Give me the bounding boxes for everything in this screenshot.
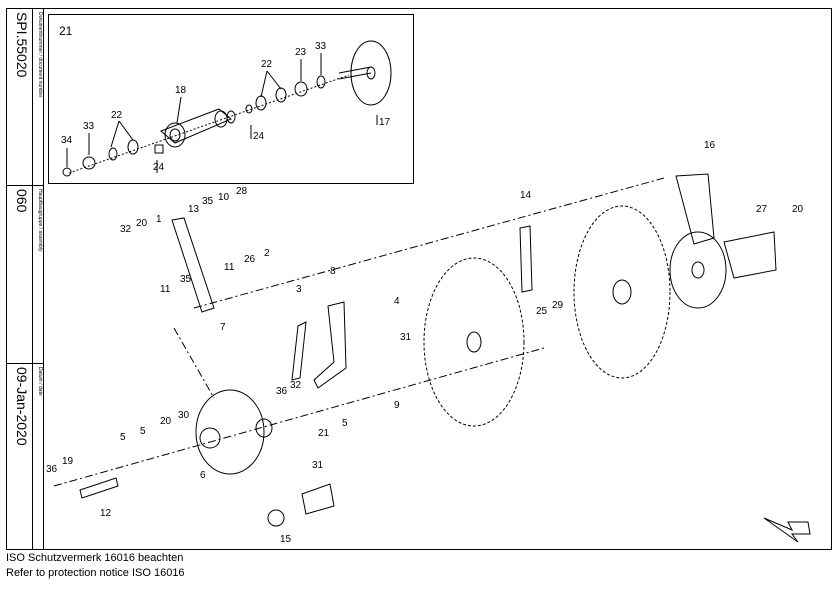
- callout-30: 5: [140, 426, 146, 437]
- callout-25: 29: [552, 300, 564, 311]
- callout-33: 33: [83, 121, 95, 132]
- callout-35: 35: [202, 196, 214, 207]
- callout-33: 33: [315, 41, 327, 52]
- callout-20: 30: [178, 410, 190, 421]
- sidebar-divider: [6, 185, 43, 186]
- callout-12: 15: [280, 534, 292, 545]
- callout-27: 20: [792, 204, 804, 215]
- callout-2: 7: [220, 322, 226, 333]
- callout-23: 23: [295, 47, 307, 58]
- exploded-view-drawing: 32 20 1 13 35 10 28 11 35 11 26 2 7 3 8 …: [46, 140, 811, 545]
- callout-32: 20: [160, 416, 172, 427]
- callout-4: 16: [704, 140, 716, 151]
- callout-5: 5: [120, 432, 126, 443]
- inset-drawing: 34 33 22 18 24 24 22 23 33 17: [61, 40, 392, 177]
- document-number-caption: Dokumentnummer / document number: [37, 12, 43, 98]
- date-caption: Datum / date: [37, 367, 43, 396]
- document-date: 09-Jan-2020: [14, 367, 30, 446]
- callout-5: 9: [394, 400, 400, 411]
- document-number: SPI.55020: [14, 12, 30, 78]
- title-block-sidebar: Dokumentnummer / document number SPI.550…: [6, 8, 44, 550]
- sidebar-column-divider: [32, 8, 33, 550]
- callout-22: 22: [261, 59, 273, 70]
- assembly-number: 060: [14, 189, 30, 213]
- callout-17: 17: [379, 117, 391, 128]
- callout-16: 27: [756, 204, 768, 215]
- callout-26: 2: [264, 248, 270, 259]
- protection-notice-en: Refer to protection notice ISO 16016: [6, 567, 185, 579]
- callout-9: 21: [318, 428, 330, 439]
- callout-1: 1: [156, 214, 162, 225]
- callout-32: 32: [120, 224, 132, 235]
- callout-36: 32: [290, 380, 302, 391]
- callout-14: 4: [394, 296, 400, 307]
- callout-22: 22: [111, 110, 123, 121]
- callout-31: 36: [276, 386, 288, 397]
- callout-31: 36: [46, 464, 58, 475]
- callout-24: 24: [153, 162, 165, 173]
- callout-20: 25: [536, 306, 548, 317]
- callout-5: 5: [342, 418, 348, 429]
- protection-notice-de: ISO Schutzvermerk 16016 beachten: [6, 552, 184, 564]
- callout-35: 35: [180, 274, 192, 285]
- callout-7: 3: [296, 284, 302, 295]
- drawing-frame: [6, 8, 832, 550]
- detail-inset: 21: [48, 14, 414, 184]
- callout-6: 31: [312, 460, 324, 471]
- callout-21: 6: [200, 470, 206, 481]
- callout-3: 8: [330, 266, 336, 277]
- callout-19: 12: [100, 508, 112, 519]
- callout-28: 28: [236, 186, 248, 197]
- assembly-caption: Hauptbaugruppe / assembly: [37, 189, 43, 252]
- callout-11: 11: [224, 262, 235, 273]
- callout-36: 19: [62, 456, 74, 467]
- callout-35: 26: [244, 254, 256, 265]
- callout-29: 31: [400, 332, 412, 343]
- callout-24: 24: [253, 131, 265, 142]
- callout-13: 13: [188, 204, 200, 215]
- inset-label: 21: [59, 24, 73, 38]
- callout-20: 20: [136, 218, 148, 229]
- callout-8: 14: [520, 190, 532, 201]
- callout-18: 18: [175, 85, 187, 96]
- sidebar-divider: [6, 363, 43, 364]
- callout-11: 11: [160, 284, 171, 295]
- callout-10: 10: [218, 192, 230, 203]
- callout-34: 34: [61, 135, 73, 146]
